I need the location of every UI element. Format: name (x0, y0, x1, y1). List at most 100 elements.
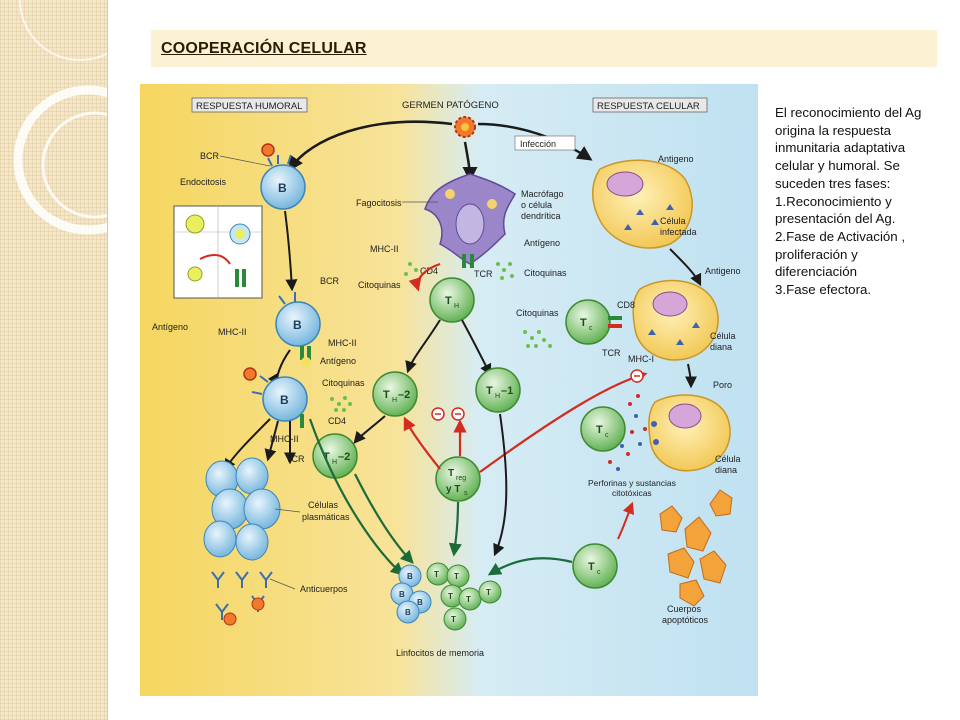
svg-text:T: T (448, 468, 454, 479)
memory-arrows (308, 418, 573, 576)
svg-text:B: B (399, 590, 405, 599)
arrow-th-th2 (405, 319, 441, 374)
caption-line: diferenciación (775, 264, 858, 280)
target-cell-2 (648, 394, 731, 472)
svg-text:T: T (588, 561, 595, 573)
label-cd8: CD8 (617, 300, 635, 310)
caption-line: El reconocimiento del Ag (775, 105, 922, 120)
label-tcr-2: TCR (474, 269, 493, 279)
arrow-target-killing (684, 363, 697, 389)
cytokine-dots-center (404, 262, 514, 280)
caption-line: inmunitaria adaptativa (775, 140, 906, 156)
immune-cooperation-diagram: RESPUESTA HUMORAL GERMEN PATÓGENO RESPUE… (140, 84, 758, 696)
label-antigeno-diana: Antigeno (705, 266, 741, 276)
label-anticuerpos: Anticuerpos (300, 584, 348, 594)
arrow-b1-b2 (284, 210, 298, 292)
label-tcr-1: TCR (286, 454, 305, 464)
label-mhc2-macrofago: MHC-II (370, 244, 399, 254)
decorative-circles (13, 0, 107, 235)
label-macrofago-3: dendrítica (521, 211, 561, 221)
label-celula-infectada-1: Célula (660, 216, 686, 226)
tc-cell-2: T c (580, 406, 626, 452)
b-cell-2: B (275, 292, 321, 367)
label-celula-infectada-2: infectada (660, 227, 697, 237)
label-mhc2-1: MHC-II (218, 327, 247, 337)
infected-cell (592, 159, 693, 249)
svg-text:T: T (448, 592, 453, 601)
label-poro: Poro (713, 380, 732, 390)
svg-text:T: T (323, 451, 330, 463)
label-celulas-plasmaticas-2: plasmáticas (302, 512, 350, 522)
inhibit-markers (431, 369, 644, 421)
label-celula-diana-3: Célula (715, 454, 741, 464)
label-cd4-2: CD4 (420, 266, 438, 276)
label-bcr-1: BCR (200, 151, 220, 161)
caption-line: proliferación y (775, 246, 858, 262)
caption-line: 2.Fase de Activación , (775, 228, 906, 244)
label-macrofago-2: o célula (521, 200, 552, 210)
arrow-to-humoral (288, 120, 453, 172)
endocytosis-inset (173, 205, 263, 299)
header-cellular: RESPUESTA CELULAR (592, 97, 708, 113)
treg-cell: T reg y T s (435, 456, 481, 502)
label-mhc2-2: MHC-II (328, 338, 357, 348)
label-cuerpos-apoptoticos-2: apoptóticos (662, 615, 709, 625)
th2-cell-2: T H –2 (312, 433, 358, 479)
svg-text:T: T (434, 570, 439, 579)
label-cuerpos-apoptoticos-1: Cuerpos (667, 604, 702, 614)
memory-cell-labels: B B B B (399, 572, 423, 617)
apoptotic-bodies (659, 489, 733, 607)
macrophage (424, 173, 516, 268)
svg-text:–1: –1 (501, 385, 513, 397)
svg-text:–2: –2 (398, 389, 410, 401)
caption-line: celular y humoral. Se (775, 158, 900, 174)
label-celula-diana-4: diana (715, 465, 737, 475)
label-linfocitos-memoria: Linfocitos de memoria (396, 648, 484, 658)
infection-label: Infección (514, 135, 576, 151)
svg-text:B: B (280, 393, 289, 407)
label-celula-diana-2: diana (710, 342, 732, 352)
b-cell-3: B (243, 367, 308, 428)
label-citoquinas-1: Citoquinas (322, 378, 365, 388)
th2-cell-1: T H –2 (372, 371, 418, 417)
label-tcr-3: TCR (602, 348, 621, 358)
caption-line: origina la respuesta (775, 122, 892, 138)
label-antigeno-2: Antígeno (320, 356, 356, 366)
label-macrofago-1: Macrófago (521, 189, 564, 199)
decorative-side-strip (0, 0, 108, 720)
svg-text:T: T (596, 424, 603, 436)
svg-text:H: H (332, 459, 337, 466)
svg-text:T: T (486, 385, 493, 397)
svg-text:T: T (451, 615, 456, 624)
svg-text:Infección: Infección (520, 139, 556, 149)
label-perforinas-1: Perforinas y sustancias (588, 478, 676, 488)
svg-text:T: T (466, 595, 471, 604)
caption-line: 3.Fase efectora. (775, 282, 872, 298)
caption-line: 1.Reconocimiento y (775, 193, 892, 209)
svg-text:s: s (464, 490, 468, 497)
svg-text:T: T (580, 317, 587, 329)
label-celula-diana-1: Célula (710, 331, 736, 341)
cytokine-dots-cellular (523, 330, 552, 348)
label-celulas-plasmaticas-1: Células (308, 500, 339, 510)
label-antigeno-macrofago: Antígeno (524, 238, 560, 248)
slide-title: COOPERACIÓN CELULAR (161, 39, 367, 57)
pathogen-top (454, 116, 476, 138)
svg-text:B: B (407, 572, 413, 581)
label-citoquinas-3: Citoquinas (524, 268, 567, 278)
tc-cell-1: T c (565, 299, 622, 345)
label-mhc2-3: MHC-II (270, 434, 299, 444)
b-cell-1: B (260, 143, 306, 210)
memory-tcell-labels: T T T T T T (434, 570, 491, 624)
header-humoral: RESPUESTA HUMORAL (191, 97, 308, 113)
caption-line: presentación del Ag. (775, 211, 896, 227)
svg-text:H: H (454, 303, 459, 310)
svg-text:reg: reg (456, 475, 466, 482)
label-citoquinas-4: Citoquinas (516, 308, 559, 318)
svg-text:T: T (454, 572, 459, 581)
svg-text:B: B (278, 181, 287, 195)
arrow-to-infection (477, 122, 593, 161)
diagram-canvas: RESPUESTA HUMORAL GERMEN PATÓGENO RESPUE… (140, 84, 758, 696)
label-citoquinas-2: Citoquinas (358, 280, 401, 290)
perforin-dots (608, 394, 647, 471)
